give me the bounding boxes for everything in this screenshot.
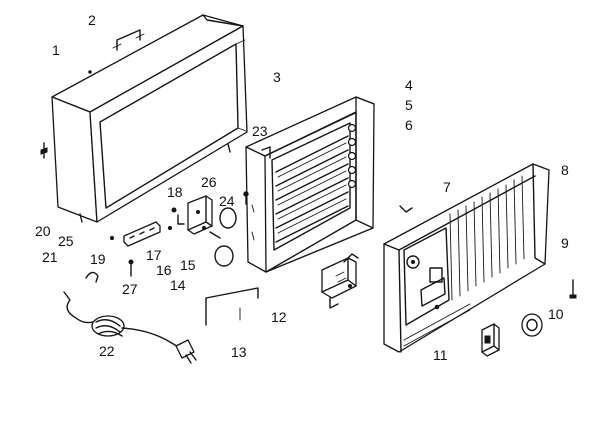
- label-8: 8: [561, 162, 569, 178]
- screw-part-9: [569, 279, 577, 299]
- cabinet-housing: [51, 14, 248, 223]
- clip-part-19: [85, 271, 99, 283]
- label-19: 19: [90, 251, 106, 267]
- label-9: 9: [561, 235, 569, 251]
- label-25: 25: [58, 233, 74, 249]
- terminal-strip-part-16: [109, 221, 173, 247]
- label-24: 24: [219, 193, 235, 209]
- label-3: 3: [273, 69, 281, 85]
- label-16: 16: [156, 262, 172, 278]
- wire-bracket-part-13: [205, 287, 259, 326]
- label-4: 4: [405, 77, 413, 93]
- label-13: 13: [231, 344, 247, 360]
- label-2: 2: [88, 12, 96, 28]
- disc-part-24: [214, 207, 237, 267]
- label-6: 6: [405, 117, 413, 133]
- rear-grille-panel: [383, 163, 550, 353]
- power-cord-part-22: [63, 291, 197, 364]
- label-20: 20: [35, 223, 51, 239]
- clip-part-6: [399, 205, 413, 213]
- label-22: 22: [99, 343, 115, 359]
- label-27: 27: [122, 281, 138, 297]
- label-11: 11: [433, 347, 448, 363]
- thermostat-assembly: [321, 253, 359, 309]
- label-7: 7: [443, 179, 451, 195]
- label-10: 10: [548, 306, 564, 322]
- screw-part-20: [40, 142, 48, 159]
- label-23: 23: [252, 123, 268, 139]
- relay-part-15: [187, 195, 221, 239]
- label-26: 26: [201, 174, 217, 190]
- part-labels: 1 2 3 4 5 6 7 8 9 10 11 12 13 14 15 16 1…: [35, 12, 569, 363]
- label-12: 12: [271, 309, 287, 325]
- label-21: 21: [42, 249, 58, 265]
- terminal-part-18: [171, 207, 185, 225]
- knob-part-10: [521, 313, 543, 337]
- pin-part-27: [128, 259, 134, 277]
- label-15: 15: [180, 257, 196, 273]
- switch-part-11: [481, 323, 500, 357]
- heater-frame: [245, 96, 375, 273]
- screw-part-26: [243, 191, 249, 205]
- bracket-part-23: [261, 146, 271, 159]
- label-18: 18: [167, 184, 183, 200]
- label-14: 14: [170, 277, 186, 293]
- label-5: 5: [405, 97, 413, 113]
- handle: [116, 29, 141, 51]
- label-17: 17: [146, 247, 162, 263]
- label-1: 1: [52, 42, 60, 58]
